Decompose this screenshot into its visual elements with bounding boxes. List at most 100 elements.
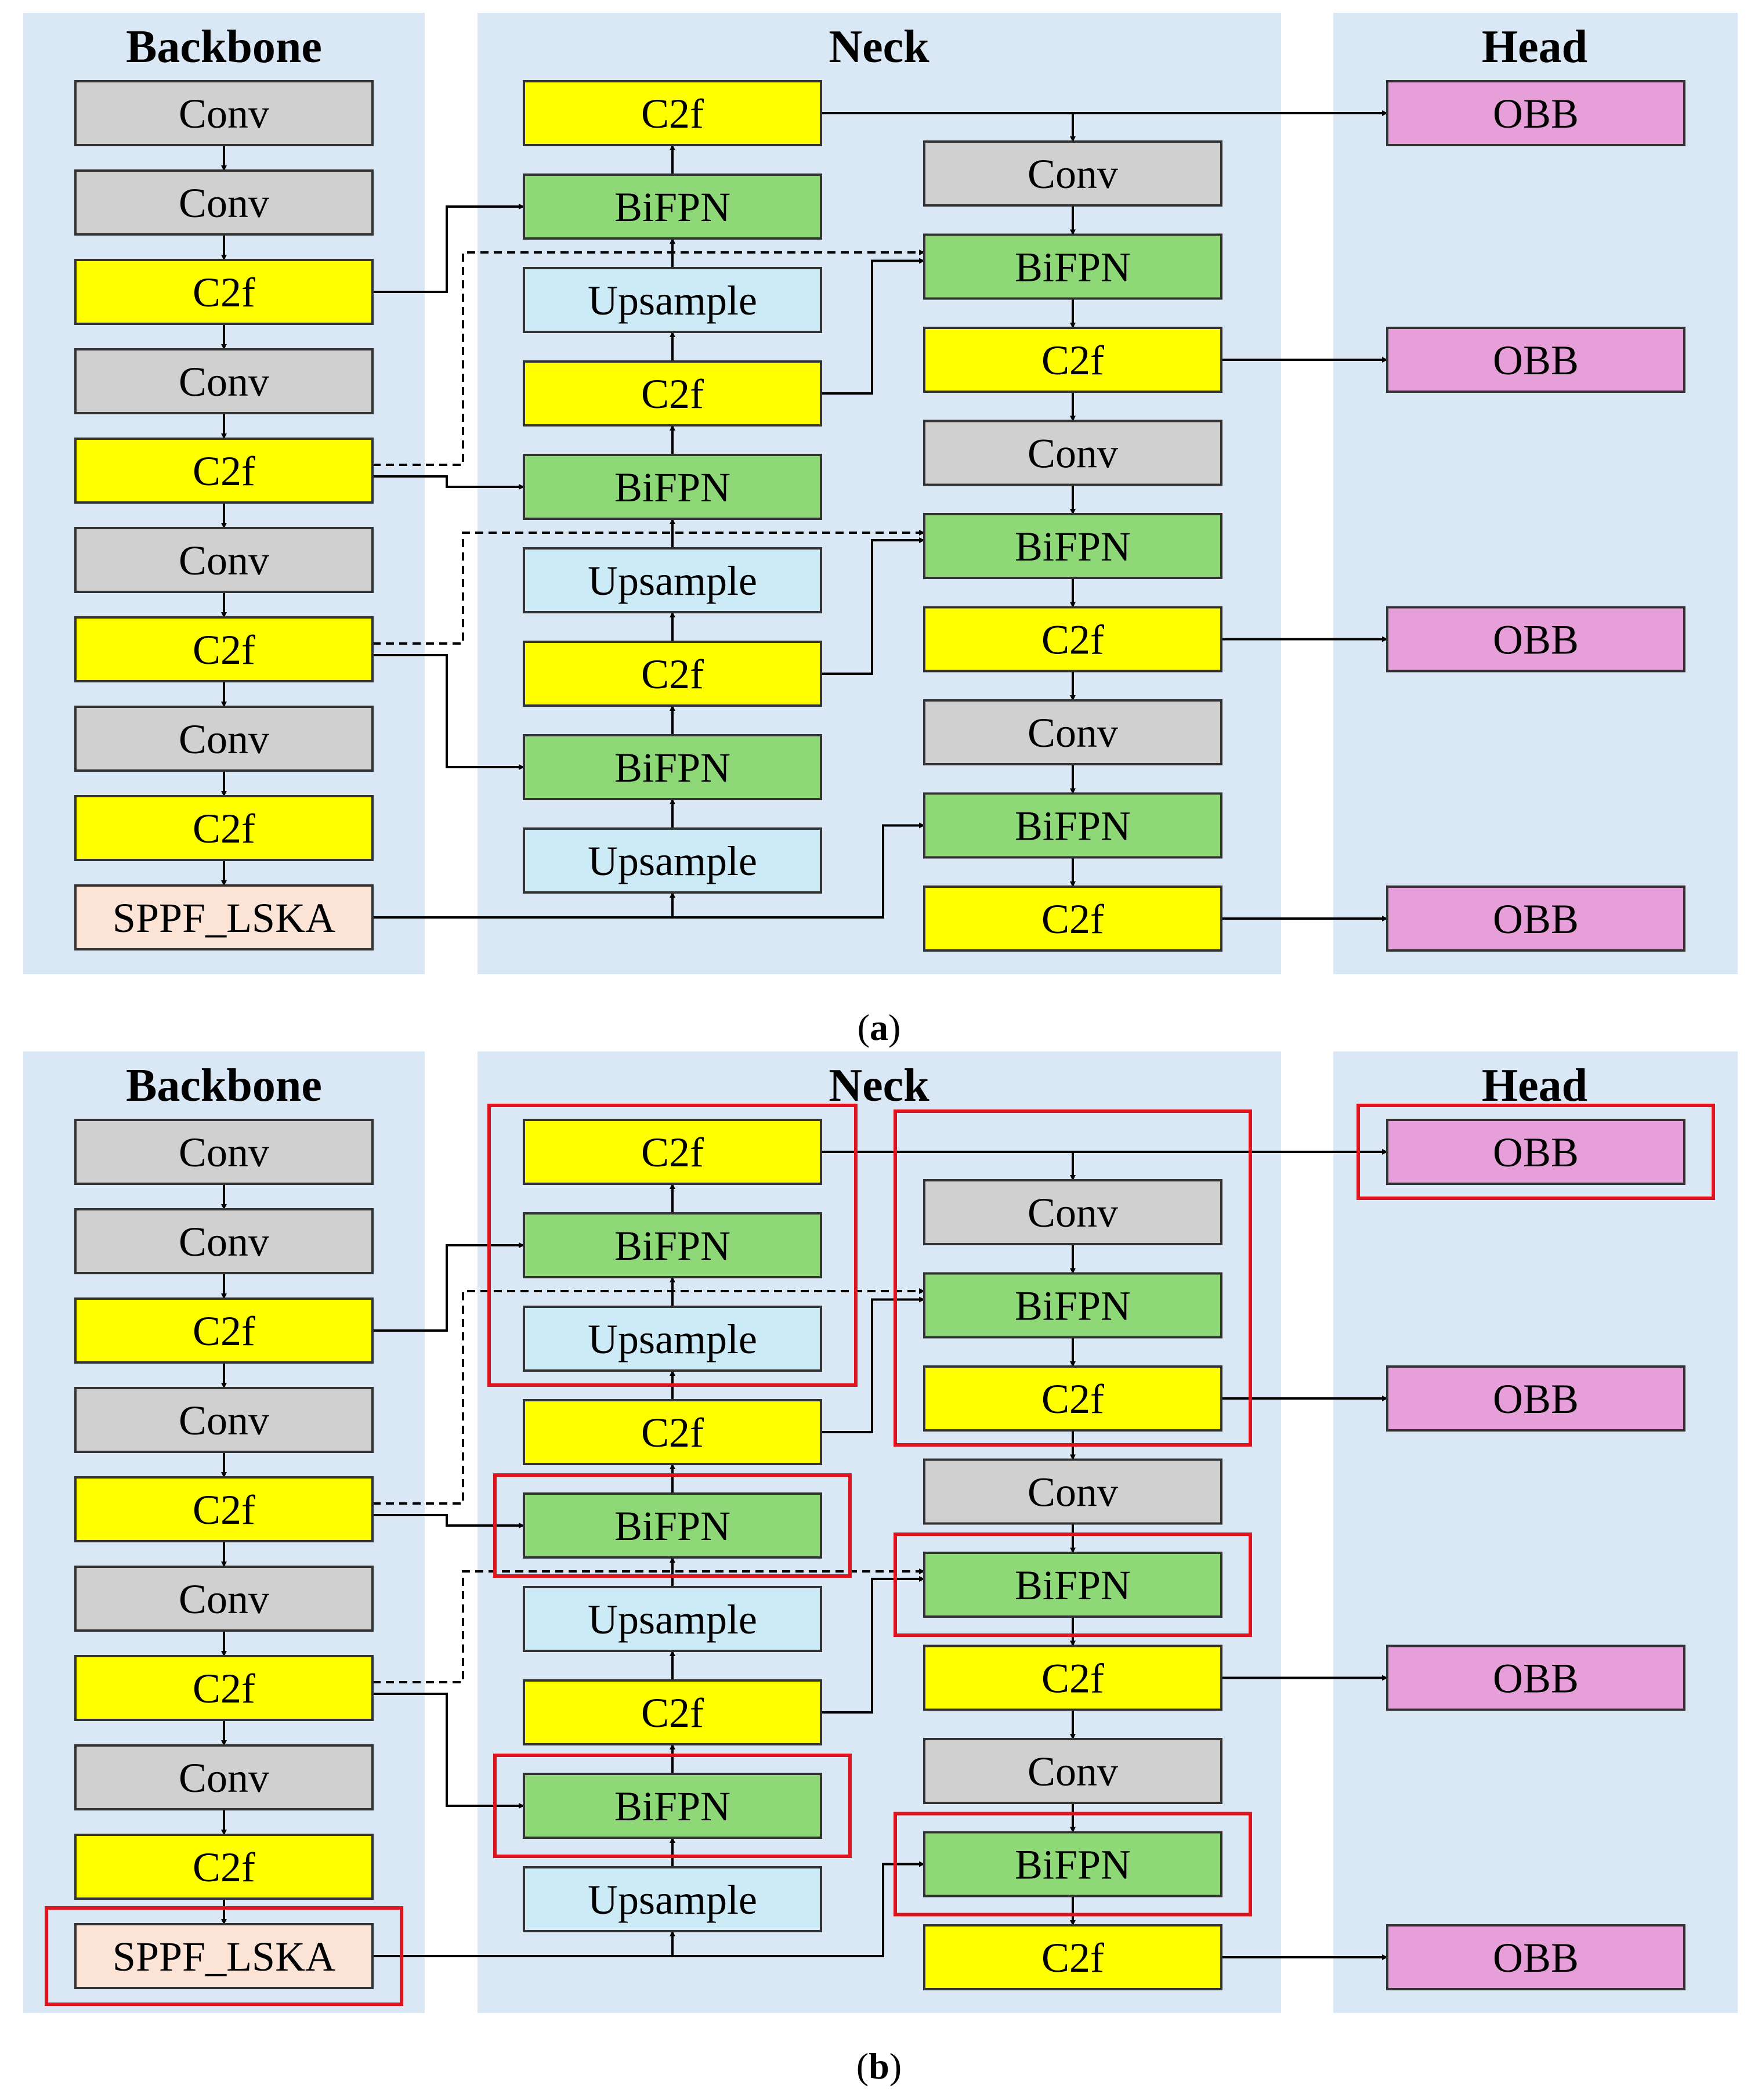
neck-title-b: Neck xyxy=(829,1060,929,1111)
backbone-conv-8-a-label: Conv xyxy=(179,716,269,762)
backbone-conv-6-a xyxy=(74,527,374,593)
neck-right-bifpn-2-b-label: BiFPN xyxy=(1015,1283,1131,1329)
head-obb-1-a xyxy=(1386,80,1685,146)
neck-right-c2f-3-a xyxy=(923,327,1222,393)
backbone-conv-2-b-label: Conv xyxy=(179,1219,269,1265)
c2f-to-right-bifpn-2-a xyxy=(821,537,925,675)
c2f-p3-to-bifpn-a xyxy=(372,204,524,293)
backbone-c2f-9-b-label: C2f xyxy=(193,1844,255,1891)
highlight-neck-right-bifpn-2-b xyxy=(894,1532,1252,1637)
neck-left-c2f-7-b xyxy=(523,1679,822,1745)
neck-left-upsample-9-b xyxy=(523,1866,822,1932)
neck-left-c2f-7-a xyxy=(523,641,822,707)
sppf-to-bifpn-right-3-b xyxy=(672,1861,925,1957)
highlight-neck-left-top-group-b xyxy=(487,1104,858,1387)
backbone-c2f-5-b xyxy=(74,1476,374,1542)
backbone-sppf-lska-10-a-label: SPPF_LSKA xyxy=(113,895,335,941)
backbone-c2f-3-b xyxy=(74,1297,374,1364)
neck-left-c2f-4-b-label: C2f xyxy=(641,1409,704,1456)
neck-left-upsample-3-a xyxy=(523,267,822,333)
neck-title-a: Neck xyxy=(829,21,929,73)
head-title-b: Head xyxy=(1482,1060,1587,1111)
neck-right-c2f-3-b-label: C2f xyxy=(1041,1376,1104,1422)
backbone-c2f-7-a-label: C2f xyxy=(193,627,255,673)
neck-left-upsample-9-b-label: Upsample xyxy=(588,1877,757,1923)
backbone-c2f-5-a-label: C2f xyxy=(193,448,255,494)
neck-right-conv-4-a-label: Conv xyxy=(1028,431,1118,477)
neck-right-conv-1-a xyxy=(923,140,1222,207)
head-obb-1-label-b: OBB xyxy=(1493,1129,1579,1176)
backbone-title-a: Backbone xyxy=(126,21,322,73)
head-obb-3-a xyxy=(1386,606,1685,673)
neck-right-c2f-9-a-label: C2f xyxy=(1041,896,1104,942)
backbone-conv-6-b xyxy=(74,1566,374,1632)
backbone-c2f-7-b-label: C2f xyxy=(193,1665,255,1712)
neck-left-upsample-6-b-label: Upsample xyxy=(588,1596,757,1643)
neck-left-bifpn-2-a xyxy=(523,174,822,240)
highlight-neck-left-bifpn-2-b xyxy=(493,1473,852,1578)
neck-right-c2f-6-b-label: C2f xyxy=(1041,1656,1104,1702)
neck-left-bifpn-5-b-label: BiFPN xyxy=(614,1503,730,1549)
head-obb-3-label-b: OBB xyxy=(1493,1656,1579,1702)
neck-left-upsample-3-b xyxy=(523,1306,822,1372)
neck-right-conv-7-a xyxy=(923,699,1222,765)
neck-right-bifpn-5-a-label: BiFPN xyxy=(1015,523,1131,570)
caption-close-a: ) xyxy=(888,1007,900,1048)
backbone-title-b: Backbone xyxy=(126,1060,322,1111)
backbone-conv-1-a xyxy=(74,80,374,146)
neck-right-c2f-6-a-label: C2f xyxy=(1041,617,1104,663)
neck-left-c2f-1-b xyxy=(523,1119,822,1185)
dashed-p5-to-right-bifpn-2-a xyxy=(372,530,925,645)
head-obb-4-label-a: OBB xyxy=(1493,896,1579,942)
sppf-to-bifpn-right-3-a xyxy=(672,822,925,919)
backbone-c2f-9-a xyxy=(74,795,374,861)
head-obb-2-a xyxy=(1386,327,1685,393)
caption-a: (a) xyxy=(858,1007,901,1048)
caption-open-b: ( xyxy=(856,2045,869,2087)
backbone-conv-2-a-label: Conv xyxy=(179,180,269,226)
neck-left-bifpn-5-a xyxy=(523,454,822,520)
head-obb-1-b xyxy=(1386,1119,1685,1185)
neck-right-bifpn-8-b-label: BiFPN xyxy=(1015,1842,1131,1888)
c2f-p4-to-bifpn-a xyxy=(372,475,524,490)
neck-left-c2f-1-b-label: C2f xyxy=(641,1129,704,1176)
neck-left-bifpn-5-a-label: BiFPN xyxy=(614,464,730,511)
backbone-c2f-3-a-label: C2f xyxy=(193,269,255,316)
head-panel-b xyxy=(1333,1051,1738,2013)
neck-left-bifpn-2-a-label: BiFPN xyxy=(614,184,730,230)
neck-right-bifpn-5-b xyxy=(923,1552,1222,1618)
neck-left-bifpn-2-b xyxy=(523,1212,822,1278)
neck-right-c2f-9-a xyxy=(923,885,1222,952)
neck-left-bifpn-2-b-label: BiFPN xyxy=(614,1223,730,1269)
backbone-conv-1-a-label: Conv xyxy=(179,91,269,137)
backbone-conv-1-b xyxy=(74,1119,374,1185)
neck-left-c2f-4-a xyxy=(523,360,822,426)
neck-right-bifpn-8-b xyxy=(923,1831,1222,1897)
neck-left-c2f-1-a-label: C2f xyxy=(641,91,704,137)
backbone-conv-8-a xyxy=(74,706,374,772)
neck-right-conv-4-a xyxy=(923,420,1222,486)
neck-right-conv-4-b-label: Conv xyxy=(1028,1469,1118,1516)
c2f-p5-to-bifpn-b xyxy=(372,1693,524,1809)
backbone-conv-8-b xyxy=(74,1744,374,1810)
head-title-a: Head xyxy=(1482,21,1587,73)
c2f-to-right-bifpn-2-b xyxy=(821,1576,925,1714)
backbone-conv-6-b-label: Conv xyxy=(179,1576,269,1622)
caption-letter-b: b xyxy=(869,2045,889,2087)
head-panel-a xyxy=(1333,13,1738,974)
dashed-p5-to-right-bifpn-2-b xyxy=(372,1568,925,1683)
neck-right-bifpn-5-a xyxy=(923,513,1222,579)
backbone-c2f-5-a xyxy=(74,438,374,504)
neck-right-bifpn-2-a-label: BiFPN xyxy=(1015,244,1131,291)
neck-right-conv-7-a-label: Conv xyxy=(1028,710,1118,756)
backbone-c2f-3-b-label: C2f xyxy=(193,1308,255,1354)
caption-letter-a: a xyxy=(870,1007,888,1048)
neck-right-c2f-6-b xyxy=(923,1644,1222,1711)
neck-right-bifpn-2-a xyxy=(923,233,1222,300)
neck-left-c2f-4-a-label: C2f xyxy=(641,371,704,417)
backbone-conv-4-b xyxy=(74,1387,374,1453)
neck-right-bifpn-5-b-label: BiFPN xyxy=(1015,1562,1131,1609)
neck-right-conv-7-b-label: Conv xyxy=(1028,1748,1118,1795)
neck-left-upsample-6-a-label: Upsample xyxy=(588,558,757,604)
backbone-c2f-5-b-label: C2f xyxy=(193,1487,255,1533)
